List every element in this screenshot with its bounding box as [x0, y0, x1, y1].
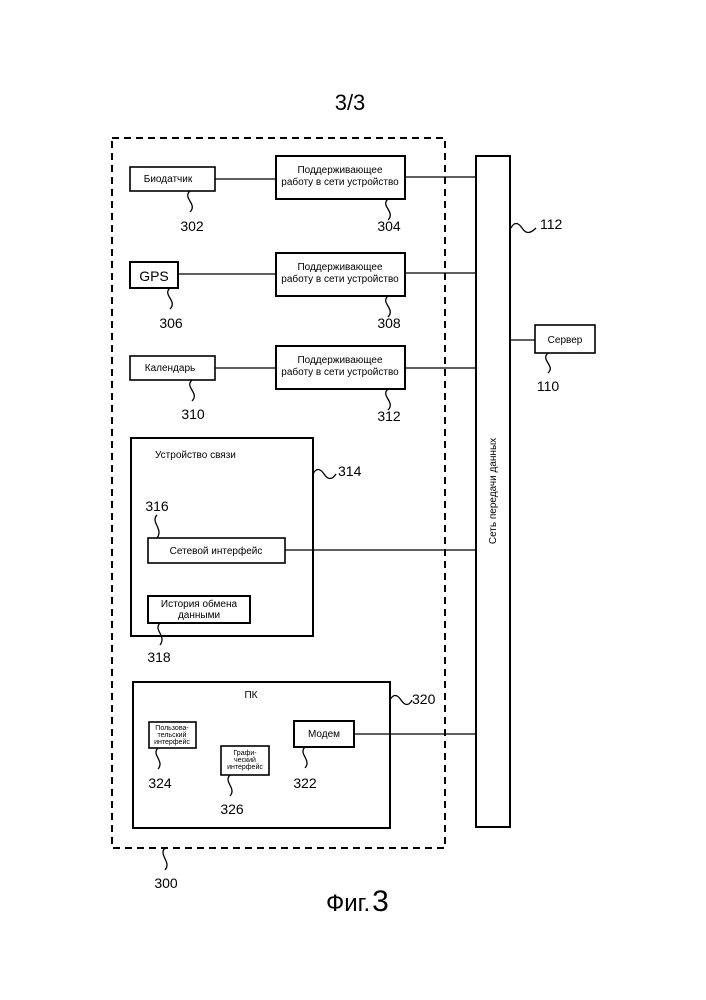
net-interface-ref: 316 — [145, 498, 169, 514]
comm-device-ref: 314 — [338, 463, 362, 479]
network-device-3-line1: Поддерживающее — [297, 355, 383, 366]
network-device-1-leader — [386, 199, 391, 220]
history-line2: данными — [178, 610, 220, 621]
network-device-1-line2: работу в сети устройство — [281, 176, 399, 188]
biosensor-leader — [188, 191, 193, 212]
figure-caption-prefix: Фиг. — [326, 890, 370, 917]
network-device-1-line1: Поддерживающее — [297, 165, 383, 176]
network-device-2-line2: работу в сети устройство — [281, 273, 399, 285]
modem-ref: 322 — [293, 775, 317, 791]
graphic-interface-line3: интерфейс — [227, 763, 263, 771]
pc-title: ПК — [244, 690, 257, 701]
network-label: Сеть передачи данных — [488, 438, 499, 544]
modem-label: Модем — [308, 729, 340, 740]
page-label: 3/3 — [335, 90, 366, 115]
calendar-label: Календарь — [145, 363, 195, 374]
network-leader — [511, 224, 536, 233]
history-line1: История обмена — [161, 598, 238, 610]
network-device-2-line1: Поддерживающее — [297, 262, 383, 273]
pc-leader — [390, 696, 412, 705]
calendar-leader — [190, 380, 195, 401]
user-interface-line2: тельский — [158, 731, 187, 739]
system-leader — [163, 848, 167, 870]
network-device-2-leader — [386, 296, 391, 317]
server-ref: 110 — [537, 378, 560, 394]
comm-device-leader — [313, 470, 336, 479]
network-ref: 112 — [540, 216, 563, 232]
server-label: Сервер — [548, 335, 583, 346]
graphic-interface-ref: 326 — [220, 801, 244, 817]
system-ref: 300 — [154, 875, 178, 891]
history-ref: 318 — [147, 649, 171, 665]
gps-leader — [168, 288, 173, 309]
network-device-3-ref: 312 — [377, 408, 401, 424]
pc-ref: 320 — [412, 691, 436, 707]
figure-caption: Фиг.3 — [326, 885, 389, 918]
graphic-interface-line1: Графи- — [233, 750, 257, 757]
graphic-interface-line2: ческий — [234, 756, 256, 764]
user-interface-ref: 324 — [148, 775, 172, 791]
user-interface-line3: интерфейс — [154, 738, 190, 746]
gps-label: GPS — [139, 268, 169, 284]
calendar-ref: 310 — [181, 406, 205, 422]
user-interface-line1: Пользова- — [155, 725, 189, 732]
gps-ref: 306 — [159, 315, 183, 331]
net-interface-label: Сетевой интерфейс — [170, 545, 263, 557]
network-device-2-ref: 308 — [377, 315, 401, 331]
server-leader — [546, 353, 551, 373]
comm-device-title: Устройство связи — [155, 450, 236, 461]
network-device-3-leader — [386, 389, 391, 410]
biosensor-label: Биодатчик — [144, 174, 193, 185]
network-device-3-line2: работу в сети устройство — [281, 366, 399, 378]
biosensor-ref: 302 — [180, 218, 204, 234]
network-device-1-ref: 304 — [377, 218, 401, 234]
figure-caption-number: 3 — [372, 885, 389, 918]
